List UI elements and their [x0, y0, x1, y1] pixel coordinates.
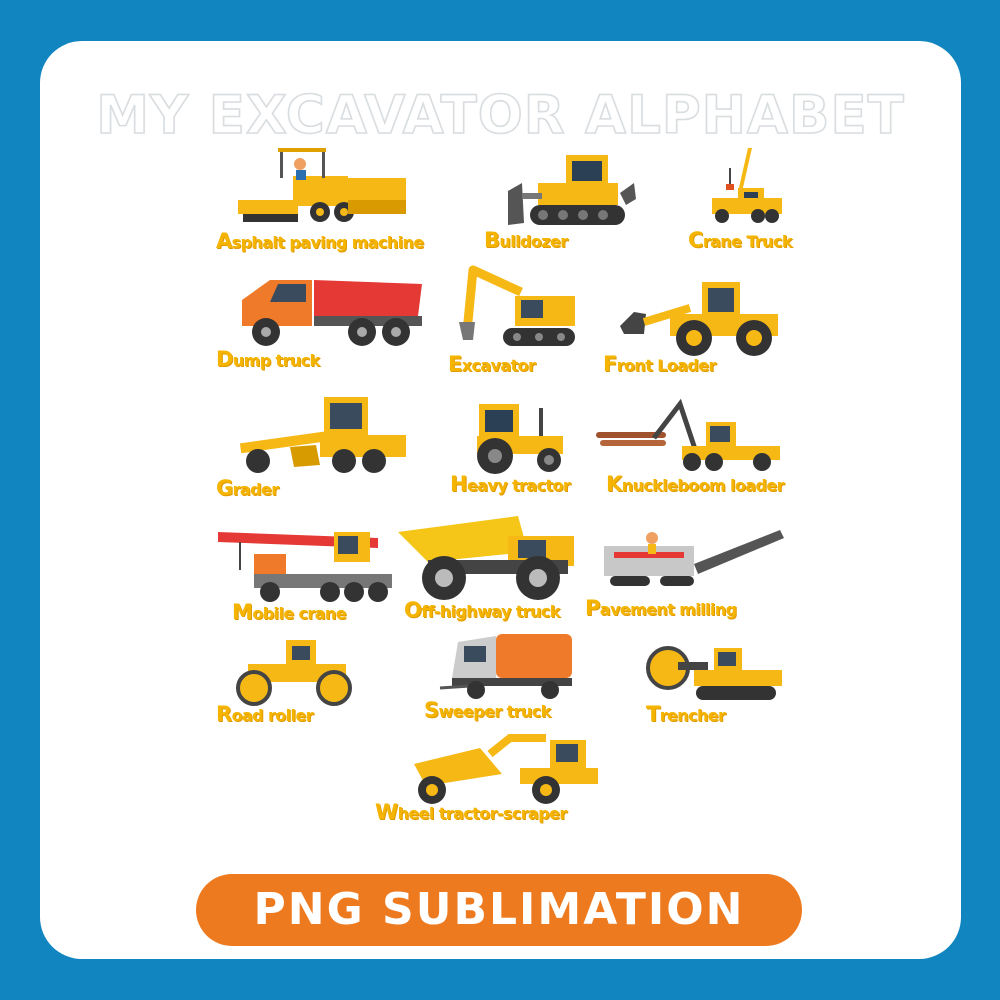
vehicle-label: Heavy tractor — [450, 472, 571, 496]
grader-icon — [239, 395, 408, 475]
wheel-tractor-scraper-icon — [410, 734, 600, 806]
vehicle-label: Pavement milling — [585, 596, 737, 620]
vehicle-label: Asphalt paving machine — [216, 229, 424, 253]
vehicle-label: Trencher — [646, 702, 726, 726]
vehicle-label: Front Loader — [603, 352, 716, 376]
mobile-crane-icon — [218, 526, 393, 604]
vehicle-label: Sweeper truck — [424, 698, 551, 722]
off-highway-truck-icon — [398, 512, 578, 602]
excavator-icon — [455, 262, 580, 352]
vehicle-label: Crane Truck — [688, 228, 792, 252]
product-panel: MY EXCAVATOR ALPHABET — [40, 41, 961, 959]
trencher-icon — [638, 646, 783, 704]
bulldozer-icon — [508, 153, 638, 233]
vehicle-label: Bulldozer — [484, 228, 568, 252]
heavy-tractor-icon — [467, 400, 567, 475]
road-roller-icon — [230, 638, 355, 706]
front-loader-icon — [620, 278, 780, 358]
vehicle-label: Excavator — [448, 352, 536, 376]
pavement-milling-icon — [604, 528, 784, 588]
page-title: MY EXCAVATOR ALPHABET — [95, 84, 905, 147]
sweeper-truck-icon — [439, 630, 580, 700]
vehicle-label: Grader — [216, 476, 279, 500]
badge-text: PNG SUBLIMATION — [253, 884, 745, 935]
vehicle-label: Road roller — [216, 702, 314, 726]
knuckleboom-loader-icon — [596, 398, 781, 472]
dump-truck-icon — [240, 270, 425, 350]
vehicle-label: Wheel tractor-scraper — [375, 800, 567, 824]
png-sublimation-badge: PNG SUBLIMATION — [196, 874, 802, 946]
vehicle-label: Off-highway truck — [404, 598, 560, 622]
vehicle-label: Knuckleboom loader — [606, 472, 784, 496]
asphalt-paver-icon — [238, 148, 408, 233]
vehicle-label: Mobile crane — [232, 600, 347, 624]
crane-truck-icon — [708, 148, 783, 228]
vehicle-label: Dump truck — [216, 347, 320, 371]
